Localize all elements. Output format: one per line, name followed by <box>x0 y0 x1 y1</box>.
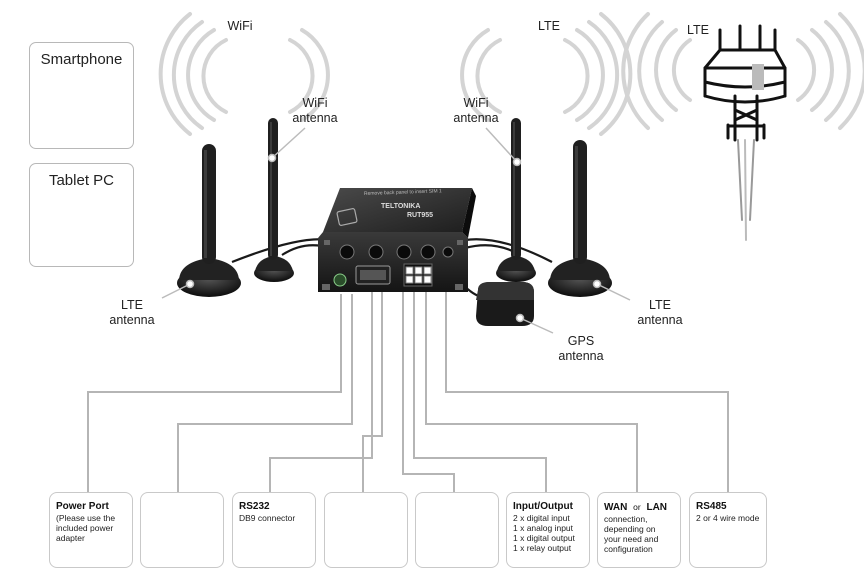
computer-card-1 <box>140 492 224 568</box>
router-brand: TELTONIKA <box>381 203 420 210</box>
smartphone-label: Smartphone <box>40 51 123 68</box>
tablet-label: Tablet PC <box>48 172 115 189</box>
rs232-title: RS232 <box>239 501 270 512</box>
wan-lan-title: WAN or LAN <box>604 502 668 513</box>
lte-tower-icon <box>703 24 787 241</box>
gps-antenna <box>476 282 534 326</box>
wifi-signal-label: WiFi <box>227 19 253 33</box>
rs232-card: RS232 DB9 connector <box>232 492 316 568</box>
rs485-title: RS485 <box>696 501 727 512</box>
port-connector-lines <box>87 268 729 492</box>
lte-signal-label: LTE <box>538 19 560 33</box>
lte-signal-arcs-mid <box>460 12 633 136</box>
gps-antenna-label: GPS antenna <box>558 334 604 363</box>
wifi-antenna-left-label: WiFi antenna <box>292 96 338 125</box>
lte-antenna-left <box>177 144 241 297</box>
computer-card-3 <box>415 492 499 568</box>
lte-antenna-left-label: LTE antenna <box>109 298 155 327</box>
rs485-card: RS485 2 or 4 wire mode <box>689 492 767 568</box>
tablet-card: Tablet PC <box>29 163 134 267</box>
wifi-antenna-left <box>254 118 294 282</box>
lte-tower-label: LTE <box>687 23 709 37</box>
power-port-title: Power Port <box>56 501 109 512</box>
wifi-antenna-right-label: WiFi antenna <box>453 96 499 125</box>
wifi-antenna-right <box>496 118 536 282</box>
tower-signal-arcs <box>621 12 864 130</box>
lte-antenna-right <box>548 140 612 297</box>
router-rut955 <box>318 188 476 292</box>
label-leaders <box>161 127 631 334</box>
io-card: Input/Output 2 x digital input 1 x analo… <box>506 492 590 568</box>
smartphone-card: Smartphone <box>29 42 134 149</box>
io-title: Input/Output <box>513 501 573 512</box>
wifi-signal-arcs-left <box>158 12 330 136</box>
computer-card-2 <box>324 492 408 568</box>
wan-lan-card: WAN or LAN connection, depending on your… <box>597 492 681 568</box>
router-model: RUT955 <box>407 212 433 219</box>
lte-antenna-right-label: LTE antenna <box>637 298 683 327</box>
power-port-card: Power Port (Please use the included powe… <box>49 492 133 568</box>
router-top-text: Remove back panel to insert SIM 1 <box>364 188 442 197</box>
